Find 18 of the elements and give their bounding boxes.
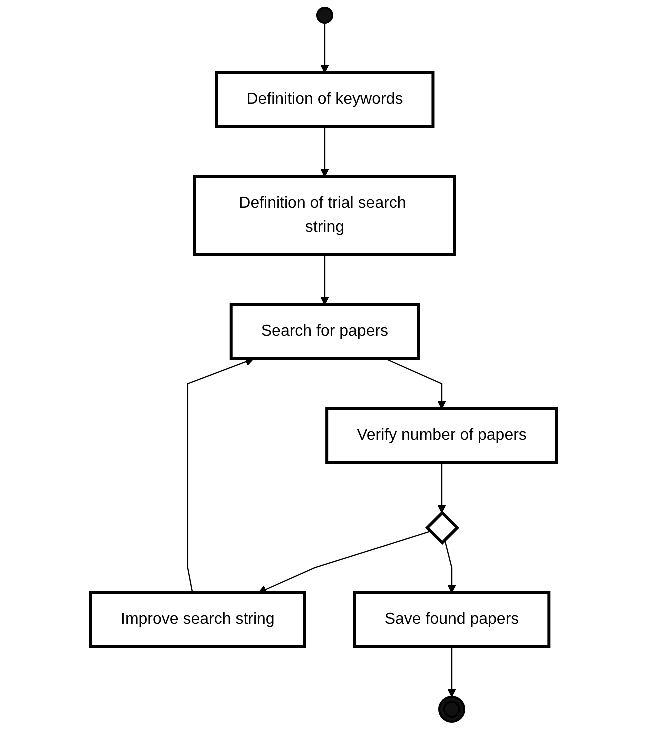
node-box: Save found papers [352,591,550,648]
arrow [444,540,456,594]
arrow [320,127,329,178]
node-box: Search for papers [229,304,420,360]
node-circle [316,7,333,24]
node-box: Verify number of papers [325,408,558,464]
node-box: Definition of keywords [214,72,434,128]
arrow [320,23,329,74]
node-box: Improve search string [89,591,306,648]
node-diamond [424,510,460,546]
arrow [258,531,430,594]
node-box: Definition of trial search string [193,176,456,256]
arrow [437,463,446,514]
arrow [186,358,254,594]
node-circle [438,696,466,723]
arrow [447,646,456,698]
arrow [385,358,446,410]
arrow [320,255,329,306]
